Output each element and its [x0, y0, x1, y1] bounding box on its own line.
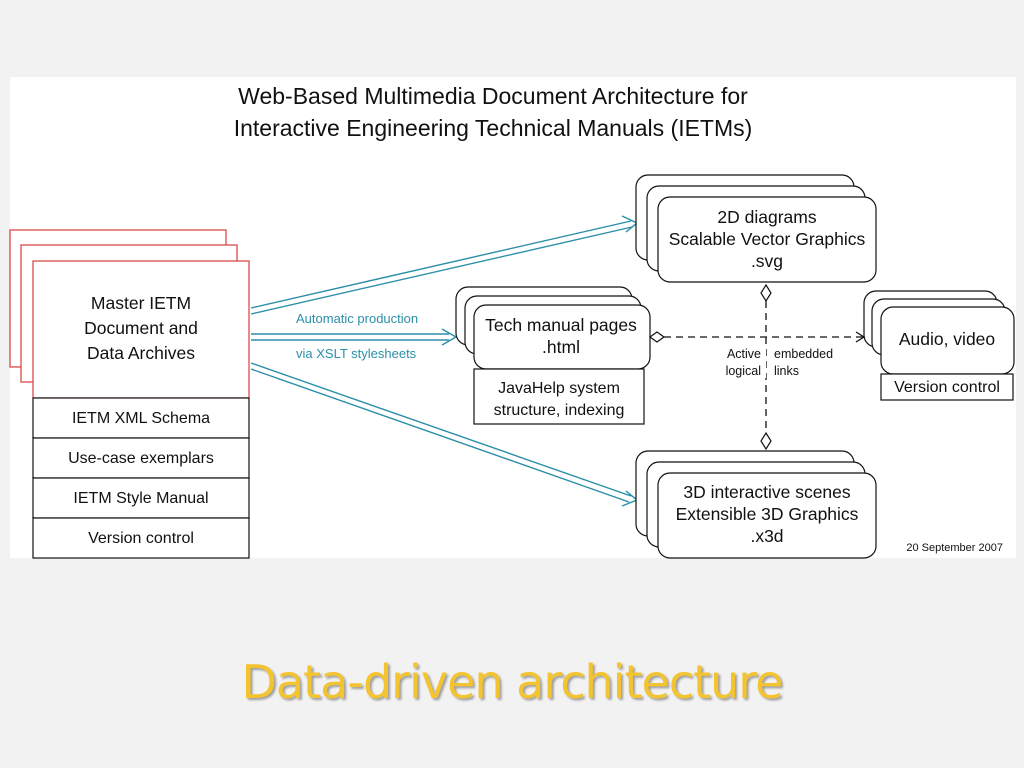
html-box-line1: Tech manual pages: [485, 315, 637, 335]
av-box-line1: Audio, video: [899, 329, 995, 349]
master-label-line3: Data Archives: [87, 343, 195, 363]
svg-diagrams-stack: 2D diagrams Scalable Vector Graphics .sv…: [635, 174, 877, 283]
link-label-bg-left: [712, 344, 766, 378]
master-label-line1: Master IETM: [91, 293, 191, 313]
master-archive-box: [32, 260, 250, 399]
html-pages-stack: Tech manual pages .html JavaHelp system …: [455, 286, 651, 425]
svg-box-line3: .svg: [751, 251, 783, 271]
master-archive-stack: Master IETM Document and Data Archives: [9, 229, 250, 399]
diamond-x3d: [760, 431, 772, 451]
av-caption-box: [880, 373, 1014, 401]
html-caption-line2: structure, indexing: [494, 402, 625, 419]
link-label-links: links: [774, 364, 799, 378]
arrow-to-html: [251, 328, 458, 346]
x3d-scenes-stack: 3D interactive scenes Extensible 3D Grap…: [635, 450, 877, 559]
link-arrowhead-av: [855, 331, 866, 343]
audio-video-stack: Audio, video Version control: [863, 290, 1015, 401]
arrow-label-xslt: via XSLT stylesheets: [296, 346, 417, 361]
diagram-title-line2: Interactive Engineering Technical Manual…: [234, 115, 753, 141]
link-label-active: Active: [727, 347, 761, 361]
html-box-line2: .html: [542, 337, 580, 357]
link-label-logical: logical: [726, 364, 761, 378]
x3d-box-line2: Extensible 3D Graphics: [676, 504, 859, 524]
x3d-box-line3: .x3d: [750, 526, 783, 546]
master-rows: IETM XML Schema Use-case exemplars IETM …: [32, 397, 250, 559]
link-label-embedded: embedded: [774, 347, 833, 361]
diagram-title-line1: Web-Based Multimedia Document Architectu…: [238, 83, 748, 109]
x3d-box-line1: 3D interactive scenes: [683, 482, 851, 502]
row-version-control: [32, 517, 250, 559]
production-arrows: [250, 215, 639, 507]
av-caption: Version control: [894, 379, 1000, 396]
link-label-bg-right: [770, 344, 844, 378]
master-label-line2: Document and: [84, 318, 198, 338]
svg-box-line1: 2D diagrams: [717, 207, 816, 227]
diagram-date: 20 September 2007: [906, 542, 1003, 554]
javahelp-caption-box: [473, 368, 645, 425]
row-version-control-label: Version control: [88, 530, 194, 547]
arrow-label-automatic: Automatic production: [296, 311, 418, 326]
row-xml-schema-label: IETM XML Schema: [72, 410, 210, 427]
row-use-case-label: Use-case exemplars: [68, 450, 214, 467]
row-style-manual-label: IETM Style Manual: [73, 490, 208, 507]
x3d-scenes-box: [657, 472, 877, 559]
html-caption-line1: JavaHelp system: [498, 380, 620, 397]
diamond-svg: [760, 283, 772, 303]
slide-caption: Data-driven architecture: [241, 655, 784, 709]
link-diamonds: [648, 283, 772, 451]
diamond-html: [648, 331, 666, 343]
svg-diagrams-box: [657, 196, 877, 283]
svg-box-line2: Scalable Vector Graphics: [669, 229, 866, 249]
